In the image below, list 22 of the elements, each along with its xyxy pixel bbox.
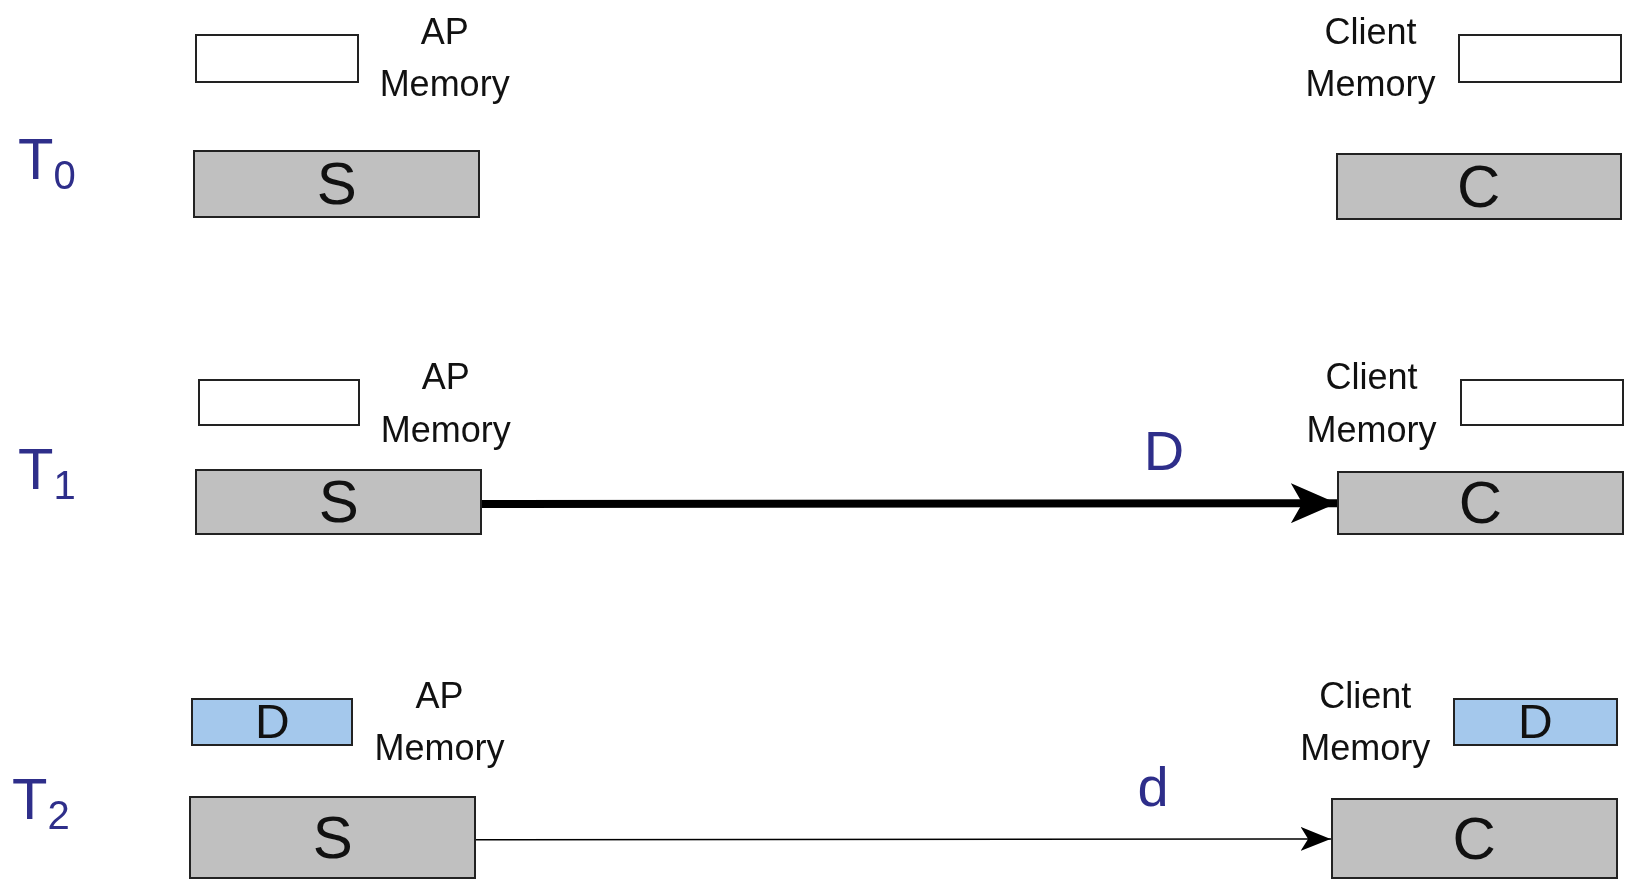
process-box: C xyxy=(1330,798,1618,880)
memory-label: Client Memory xyxy=(1299,673,1432,770)
time-label: T$_{0}$ xyxy=(18,130,76,195)
memory-box: D xyxy=(191,697,354,747)
memory-box: D xyxy=(1453,697,1618,747)
time-label: T$_{2}$ xyxy=(12,770,70,835)
process-box: S xyxy=(189,796,477,880)
memory-label: AP Memory xyxy=(378,10,511,107)
memory-label: AP Memory xyxy=(373,673,506,770)
memory-box xyxy=(1459,379,1624,427)
process-box: S xyxy=(195,468,483,536)
memory-box xyxy=(197,379,360,427)
process-box: S xyxy=(193,149,481,219)
memory-label: AP Memory xyxy=(379,355,512,452)
arrow xyxy=(475,826,1332,851)
memory-box xyxy=(1458,34,1622,84)
process-box: C xyxy=(1335,152,1622,221)
memory-label: Client Memory xyxy=(1304,10,1437,107)
process-box: C xyxy=(1336,470,1624,536)
time-label: T$_{1}$ xyxy=(18,440,76,505)
memory-box xyxy=(195,34,359,84)
memory-label: Client Memory xyxy=(1305,355,1438,452)
